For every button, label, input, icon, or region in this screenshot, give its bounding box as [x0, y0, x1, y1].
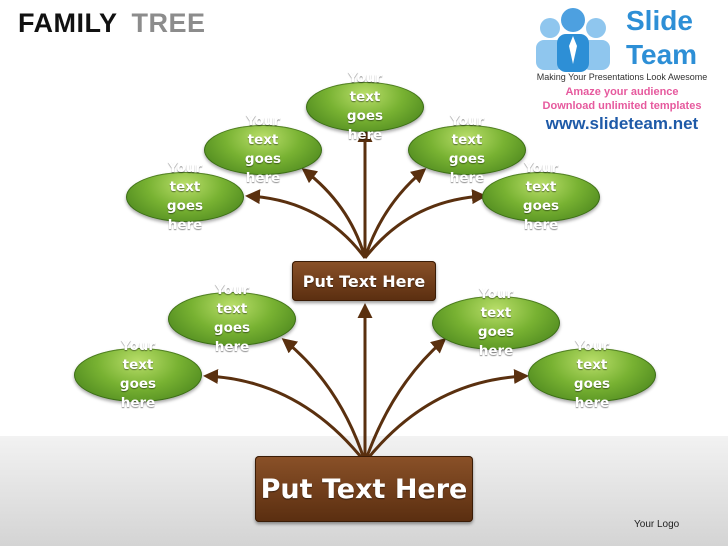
connector-upper-2 — [301, 168, 367, 259]
page-title: FAMILY TREE — [18, 8, 206, 39]
node-line2: goes here — [119, 376, 157, 411]
promo-line-2: Download unlimited templates — [542, 100, 702, 112]
connector-lower-4 — [363, 338, 447, 463]
brand-url[interactable]: www.slideteam.net — [545, 114, 699, 133]
upper-hub-box[interactable]: Put Text Here — [292, 261, 436, 301]
node-line2: goes here — [522, 198, 560, 233]
connector-lower-1 — [203, 369, 367, 463]
footer-logo-placeholder: Your Logo — [634, 519, 680, 530]
node-line2: goes here — [166, 198, 204, 233]
lower-hub-box[interactable]: Put Text Here — [255, 456, 473, 522]
node-line2: goes here — [213, 320, 251, 355]
connector-lower-2 — [281, 338, 367, 463]
node-line2: goes here — [244, 151, 282, 186]
node-line1: Your text — [167, 160, 203, 195]
node-line1: Your text — [449, 113, 485, 148]
slideteam-logo: Slide Team Making Your Presentations Loo… — [522, 4, 722, 134]
node-line2: goes here — [573, 376, 611, 411]
connector-lower-5 — [363, 369, 529, 463]
node-line1: Your text — [245, 113, 281, 148]
connector-upper-5 — [363, 189, 487, 259]
node-line1: Your text — [523, 160, 559, 195]
node-line1: Your text — [574, 338, 610, 373]
node-line1: Your text — [347, 70, 383, 105]
node-line2: goes here — [448, 151, 486, 186]
brand-name-line2: Team — [626, 39, 698, 70]
brand-name-line1: Slide — [626, 5, 693, 36]
connector-upper-4 — [363, 168, 427, 259]
promo-line-1: Amaze your audience — [565, 86, 679, 98]
node-line2: goes here — [346, 108, 384, 143]
node-line1: Your text — [120, 338, 156, 373]
brand-tagline: Making Your Presentations Look Awesome — [536, 72, 708, 82]
people-icon — [536, 8, 610, 72]
title-word-family: FAMILY — [18, 8, 118, 38]
node-line1: Your text — [214, 282, 250, 317]
connector-upper-1 — [245, 189, 367, 259]
title-word-tree: TREE — [131, 8, 206, 38]
node-line2: goes here — [477, 324, 515, 359]
node-line1: Your text — [478, 286, 514, 321]
